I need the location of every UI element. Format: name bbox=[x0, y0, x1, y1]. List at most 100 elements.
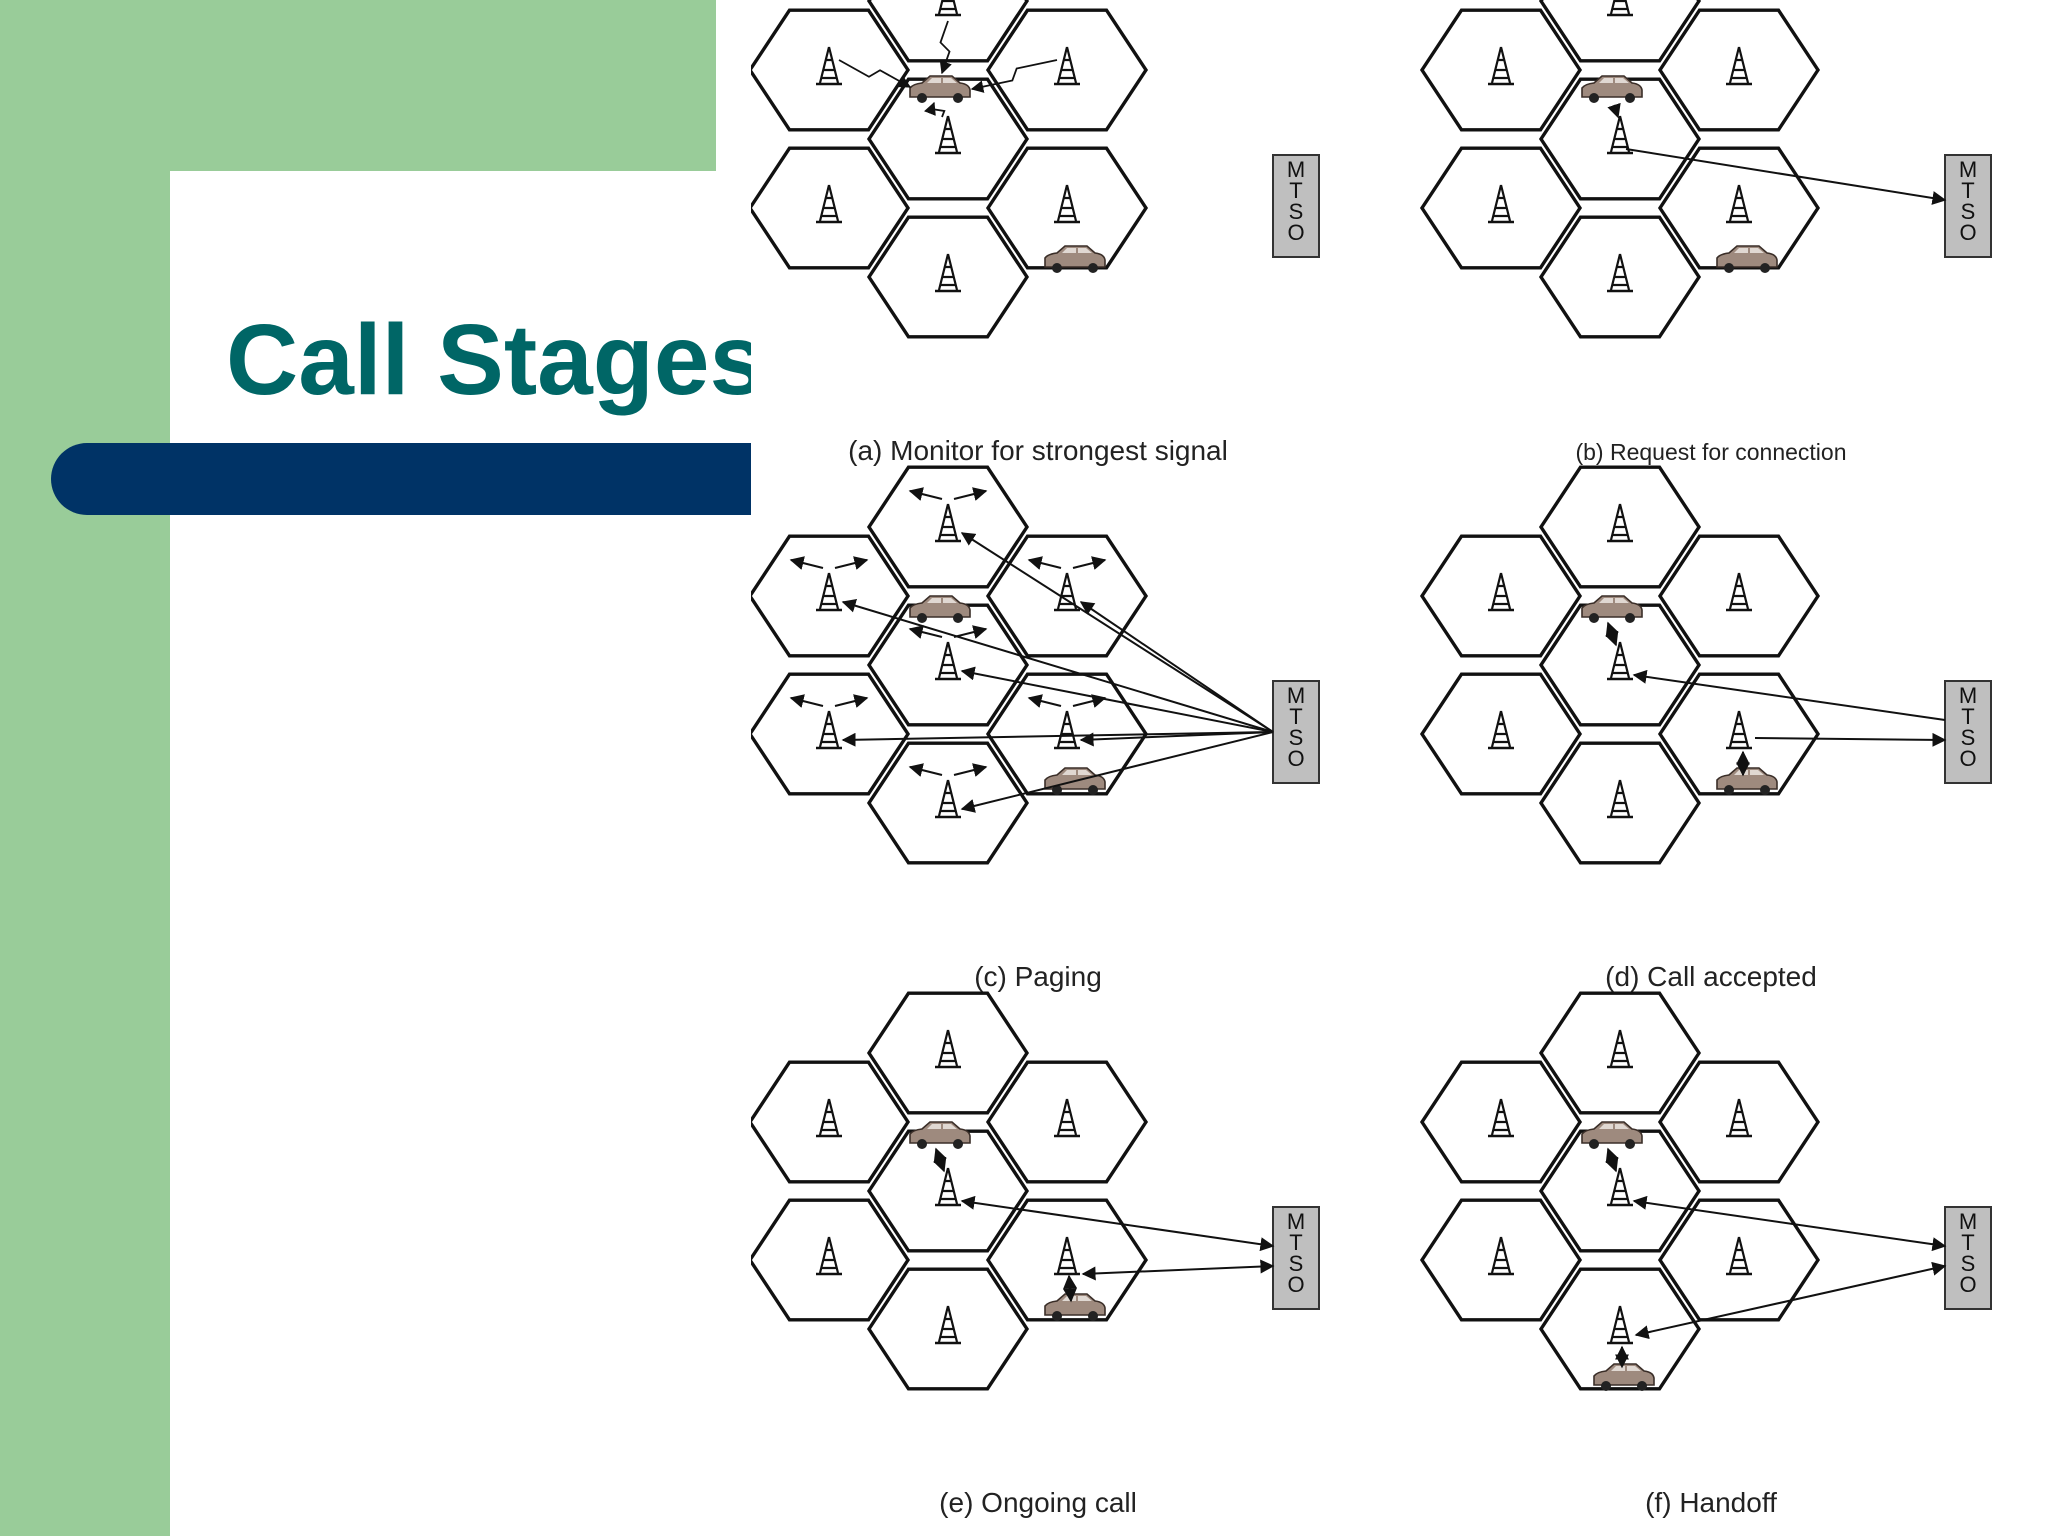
link-arrow bbox=[1754, 732, 1947, 747]
cell-tower-icon bbox=[935, 0, 961, 17]
title-underline-bar bbox=[51, 443, 751, 515]
cell-tower-icon bbox=[935, 1167, 961, 1207]
radio-signal-arrow bbox=[970, 59, 1058, 93]
paging-arrow bbox=[1079, 601, 1274, 733]
mtso-letter: M bbox=[1287, 1209, 1305, 1234]
broadcast-arrow bbox=[953, 763, 988, 777]
cell-tower-icon bbox=[816, 1098, 842, 1138]
link-arrow bbox=[1632, 1195, 1947, 1252]
radio-link bbox=[1605, 1147, 1619, 1173]
broadcast-arrow bbox=[1027, 556, 1062, 570]
mtso-letter: O bbox=[1959, 1272, 1976, 1297]
cell-tower-icon bbox=[1607, 253, 1633, 293]
cell-tower-icon bbox=[816, 184, 842, 224]
cell-tower-icon bbox=[1054, 572, 1080, 612]
cell-tower-icon bbox=[1488, 1236, 1514, 1276]
mtso-letter: O bbox=[1287, 220, 1304, 245]
car-icon bbox=[1716, 767, 1778, 795]
broadcast-arrow bbox=[1027, 694, 1062, 708]
mtso-letter: M bbox=[1959, 1209, 1977, 1234]
mtso-letter: S bbox=[1961, 199, 1976, 224]
car-icon bbox=[909, 595, 971, 623]
broadcast-arrow bbox=[953, 625, 988, 639]
cell-tower-icon bbox=[1726, 710, 1752, 750]
link-arrow bbox=[1632, 669, 1946, 721]
car-icon bbox=[1581, 595, 1643, 623]
mtso-letter: M bbox=[1959, 157, 1977, 182]
mtso-letter: S bbox=[1289, 1251, 1304, 1276]
car-icon bbox=[1581, 75, 1643, 103]
slide-title: Call Stages bbox=[226, 304, 766, 416]
cell-tower-icon bbox=[1726, 46, 1752, 86]
header-green-band bbox=[0, 0, 716, 171]
panel-caption: (f) Handoff bbox=[1645, 1487, 1777, 1518]
mtso-letter: S bbox=[1289, 199, 1304, 224]
cell-tower-icon bbox=[1607, 1167, 1633, 1207]
cell-tower-icon bbox=[1054, 1236, 1080, 1276]
cell-tower-icon bbox=[1488, 710, 1514, 750]
mtso-letter: T bbox=[1289, 704, 1302, 729]
cell-tower-icon bbox=[1488, 1098, 1514, 1138]
paging-arrow bbox=[960, 532, 1274, 733]
signal-arrow bbox=[1607, 102, 1621, 119]
mtso-letter: T bbox=[1289, 1230, 1302, 1255]
panel-caption: (c) Paging bbox=[974, 961, 1102, 992]
car-icon bbox=[909, 1121, 971, 1149]
cell-tower-icon bbox=[935, 779, 961, 819]
cell-tower-icon bbox=[1607, 1029, 1633, 1069]
cell-tower-icon bbox=[816, 46, 842, 86]
broadcast-arrow bbox=[789, 694, 824, 708]
broadcast-arrow bbox=[1072, 556, 1107, 570]
radio-link bbox=[1605, 621, 1619, 647]
car-icon bbox=[1044, 1293, 1106, 1321]
cell-tower-icon bbox=[816, 572, 842, 612]
cell-tower-icon bbox=[1488, 46, 1514, 86]
radio-signal-arrow bbox=[924, 101, 946, 118]
cell-tower-icon bbox=[935, 641, 961, 681]
paging-arrow bbox=[960, 666, 1274, 733]
cell-tower-icon bbox=[935, 1305, 961, 1345]
broadcast-arrow bbox=[953, 487, 988, 501]
broadcast-arrow bbox=[1072, 694, 1107, 708]
mtso-letter: O bbox=[1959, 746, 1976, 771]
mtso-letter: M bbox=[1287, 157, 1305, 182]
panel-caption: (a) Monitor for strongest signal bbox=[848, 435, 1228, 466]
mtso-letter: O bbox=[1959, 220, 1976, 245]
cell-tower-icon bbox=[1726, 572, 1752, 612]
cell-tower-icon bbox=[1607, 0, 1633, 17]
link-arrow bbox=[1634, 1261, 1947, 1340]
mtso-letter: O bbox=[1287, 746, 1304, 771]
cell-tower-icon bbox=[1488, 184, 1514, 224]
car-icon bbox=[1044, 245, 1106, 273]
car-icon bbox=[1581, 1121, 1643, 1149]
mtso-letter: T bbox=[1961, 1230, 1974, 1255]
mtso-letter: S bbox=[1289, 725, 1304, 750]
broadcast-arrow bbox=[908, 625, 943, 639]
panel-caption: (e) Ongoing call bbox=[939, 1487, 1137, 1518]
mtso-letter: T bbox=[1289, 178, 1302, 203]
link-arrow bbox=[1081, 1259, 1275, 1281]
paging-arrow bbox=[960, 731, 1274, 813]
cell-tower-icon bbox=[935, 115, 961, 155]
hex-cell-top bbox=[866, 0, 1030, 63]
sidebar-green-band bbox=[0, 0, 170, 1536]
cell-tower-icon bbox=[816, 710, 842, 750]
mtso-letter: S bbox=[1961, 725, 1976, 750]
broadcast-arrow bbox=[834, 556, 869, 570]
cell-tower-icon bbox=[816, 1236, 842, 1276]
cell-tower-icon bbox=[935, 253, 961, 293]
cell-tower-icon bbox=[1607, 641, 1633, 681]
cell-tower-icon bbox=[1054, 46, 1080, 86]
panel-caption: (b) Request for connection bbox=[1575, 439, 1846, 465]
cell-tower-icon bbox=[1607, 1305, 1633, 1345]
radio-link bbox=[933, 1147, 947, 1173]
